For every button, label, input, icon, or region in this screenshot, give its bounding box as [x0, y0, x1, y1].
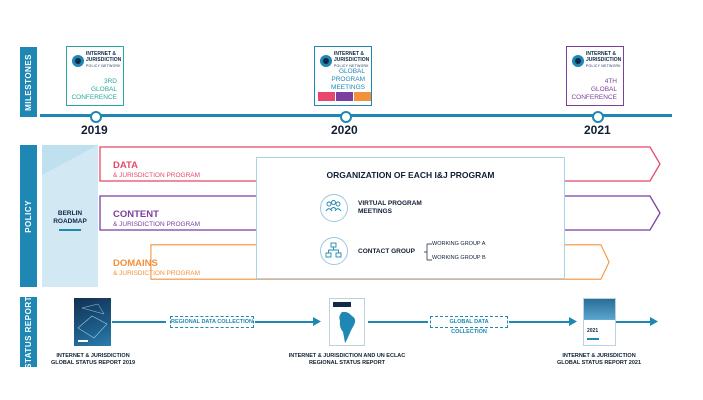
- data-arrow-shape: [99, 146, 661, 182]
- milestone-card-2019: INTERNET &JURISDICTION POLICY NETWORK 3R…: [66, 46, 124, 106]
- milestone-card-2020: INTERNET &JURISDICTION POLICY NETWORK GL…: [314, 46, 372, 106]
- report-label-2019: INTERNET & JURISDICTION GLOBAL STATUS RE…: [50, 353, 136, 367]
- organization-panel: [256, 157, 565, 279]
- berlin-roadmap-label: BERLIN ROADMAP: [42, 210, 98, 231]
- working-group-bracket: [424, 243, 432, 261]
- report-label-2021: INTERNET & JURISDICTION GLOBAL STATUS RE…: [556, 353, 642, 367]
- arrowhead-icon: [313, 317, 321, 326]
- arrowhead-icon: [569, 317, 577, 326]
- milestone-label-2019: 3RD GLOBAL CONFERENCE: [71, 78, 117, 102]
- globe-logo-icon: [320, 55, 332, 67]
- working-group-b: WORKING GROUP B: [432, 255, 486, 261]
- year-2019: 2019: [81, 123, 108, 137]
- latin-america-map-icon: [333, 302, 356, 343]
- report-cover-regional: [329, 298, 365, 346]
- timeline-node-2019: [90, 111, 102, 123]
- content-program-color-bar: [336, 92, 353, 101]
- milestones-section-label: MILESTONES: [20, 47, 37, 117]
- milestone-label-2021: 4TH GLOBAL CONFERENCE: [571, 78, 617, 102]
- regional-data-collection-box: REGIONAL DATA COLLECTION: [170, 316, 254, 328]
- status-report-section-label: STATUS REPORT: [20, 296, 37, 368]
- logo-brand: INTERNET &JURISDICTION: [334, 51, 370, 63]
- logo-brand: INTERNET &JURISDICTION: [86, 51, 122, 63]
- content-program-subtitle: & JURISDICTION PROGRAM: [113, 221, 201, 228]
- organization-title: ORGANIZATION OF EACH I&J PROGRAM: [326, 170, 495, 180]
- domains-program-color-bar: [354, 92, 371, 101]
- milestone-label-2020: GLOBAL PROGRAM MEETINGS: [331, 68, 365, 92]
- logo-brand: INTERNET &JURISDICTION: [586, 51, 622, 63]
- report-cover-2021: 2021: [583, 298, 616, 346]
- logo-tagline: POLICY NETWORK: [334, 64, 369, 68]
- data-program-arrow: [99, 146, 661, 182]
- logo-tagline: POLICY NETWORK: [86, 64, 121, 68]
- berlin-roadmap-accent: [42, 145, 98, 175]
- policy-section-label: POLICY: [20, 145, 37, 287]
- org-chart-icon: [325, 242, 342, 258]
- status-connector-5: [616, 321, 652, 323]
- virtual-program-meetings-label: VIRTUAL PROGRAM MEETINGS: [358, 200, 422, 216]
- status-connector-4: [509, 321, 573, 323]
- contact-group-icon: [320, 237, 348, 265]
- abstract-cover-art-icon: [77, 303, 108, 342]
- people-icon: [325, 200, 342, 212]
- globe-logo-icon: [572, 55, 584, 67]
- status-connector-3: [368, 321, 428, 323]
- cover-stripe: [587, 338, 599, 340]
- data-program-subtitle: & JURISDICTION PROGRAM: [113, 172, 201, 179]
- cover-year-2021: 2021: [587, 328, 599, 334]
- milestone-card-2021: INTERNET &JURISDICTION POLICY NETWORK 4T…: [566, 46, 624, 106]
- year-2020: 2020: [331, 123, 358, 137]
- globe-logo-icon: [72, 55, 84, 67]
- arrowhead-icon: [650, 317, 658, 326]
- report-label-regional: INTERNET & JURISDICTION AND UN ECLAC REG…: [288, 353, 406, 367]
- virtual-meeting-icon: [320, 194, 348, 222]
- status-connector-2: [255, 321, 317, 323]
- working-group-a: WORKING GROUP A: [432, 241, 486, 247]
- timeline-node-2020: [340, 111, 352, 123]
- domains-program-title: DOMAINS: [113, 258, 158, 269]
- year-2021: 2021: [584, 123, 611, 137]
- data-program-color-bar: [318, 92, 335, 101]
- berlin-underline: [59, 228, 81, 231]
- logo-tagline: POLICY NETWORK: [586, 64, 621, 68]
- domains-program-subtitle: & JURISDICTION PROGRAM: [113, 270, 201, 277]
- contact-group-label: CONTACT GROUP: [358, 248, 415, 255]
- data-program-title: DATA: [113, 160, 138, 171]
- timeline-node-2021: [592, 111, 604, 123]
- status-connector-1: [112, 321, 166, 323]
- timeline-line: [40, 114, 672, 117]
- content-program-title: CONTENT: [113, 209, 159, 220]
- global-data-collection-box: GLOBAL DATA COLLECTION: [430, 316, 508, 335]
- report-cover-2019: [74, 298, 111, 346]
